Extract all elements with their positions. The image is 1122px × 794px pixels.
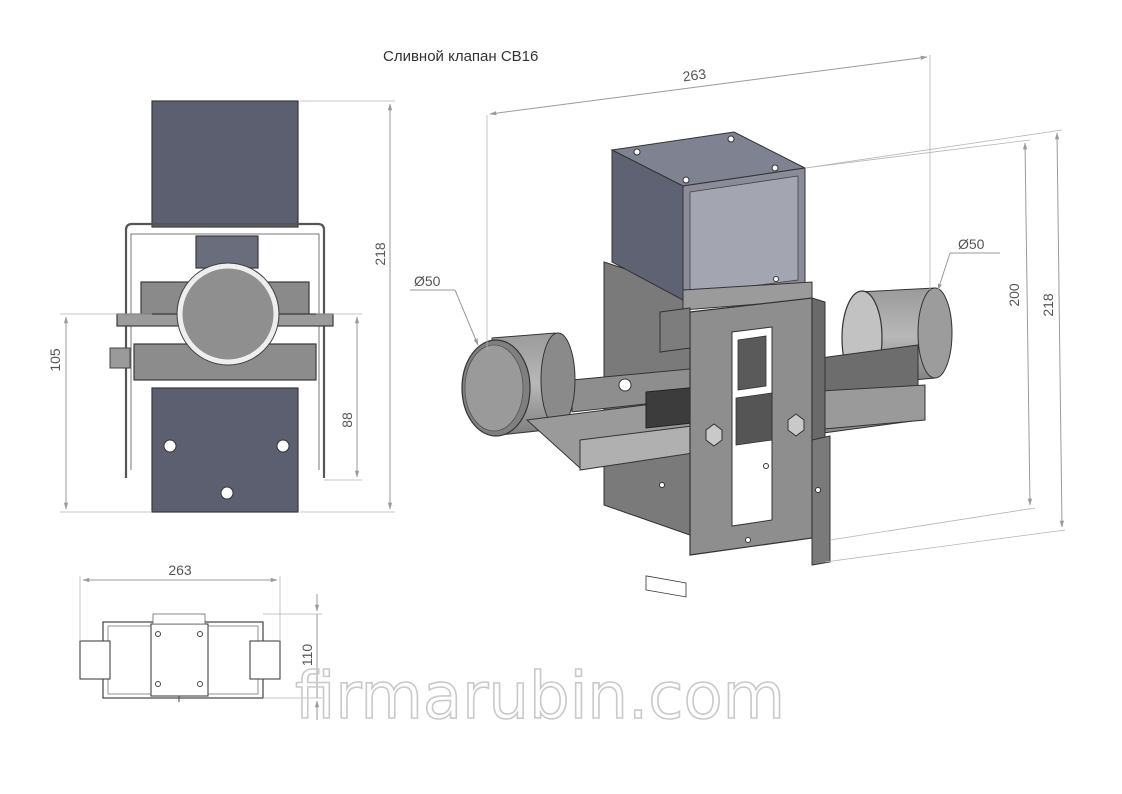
front-hole-bottom xyxy=(220,486,234,500)
top-dim-263: 263 xyxy=(168,562,192,578)
iso-dimensions: 263 200 218 Ø50 Ø50 xyxy=(410,55,1066,563)
front-dim-88: 88 xyxy=(339,412,355,428)
top-pipe-left xyxy=(79,640,111,680)
drawing-title: Сливной клапан СВ16 xyxy=(383,48,538,65)
iso-bolt-right xyxy=(787,413,805,437)
iso-top-box xyxy=(610,131,807,301)
iso-dim-pipe-right: Ø50 xyxy=(958,236,985,252)
front-view xyxy=(109,100,334,513)
iso-pipe-left xyxy=(461,332,576,437)
top-pipe-right xyxy=(249,640,281,680)
iso-view xyxy=(461,131,953,598)
watermark-text: firmarubin.com xyxy=(295,660,785,734)
top-center-plate xyxy=(150,623,209,697)
iso-dim-263: 263 xyxy=(682,66,707,85)
iso-dim-218: 218 xyxy=(1040,293,1056,317)
front-dim-218: 218 xyxy=(372,242,388,266)
iso-dim-200: 200 xyxy=(1006,283,1022,307)
iso-slide-plate xyxy=(659,297,831,566)
front-pipe xyxy=(177,263,279,365)
top-dim-110: 110 xyxy=(299,644,315,667)
front-hole-left xyxy=(163,439,177,453)
front-bracket-frame xyxy=(124,222,326,478)
iso-bolt-left xyxy=(705,423,723,447)
top-dimensions: 263 110 xyxy=(79,562,322,720)
front-upper-box xyxy=(151,100,299,228)
front-hole-right xyxy=(276,439,290,453)
front-dimensions: 218 105 88 xyxy=(47,100,395,513)
front-dim-105: 105 xyxy=(47,348,63,372)
top-view xyxy=(79,613,281,702)
iso-dim-pipe-left: Ø50 xyxy=(414,273,441,289)
